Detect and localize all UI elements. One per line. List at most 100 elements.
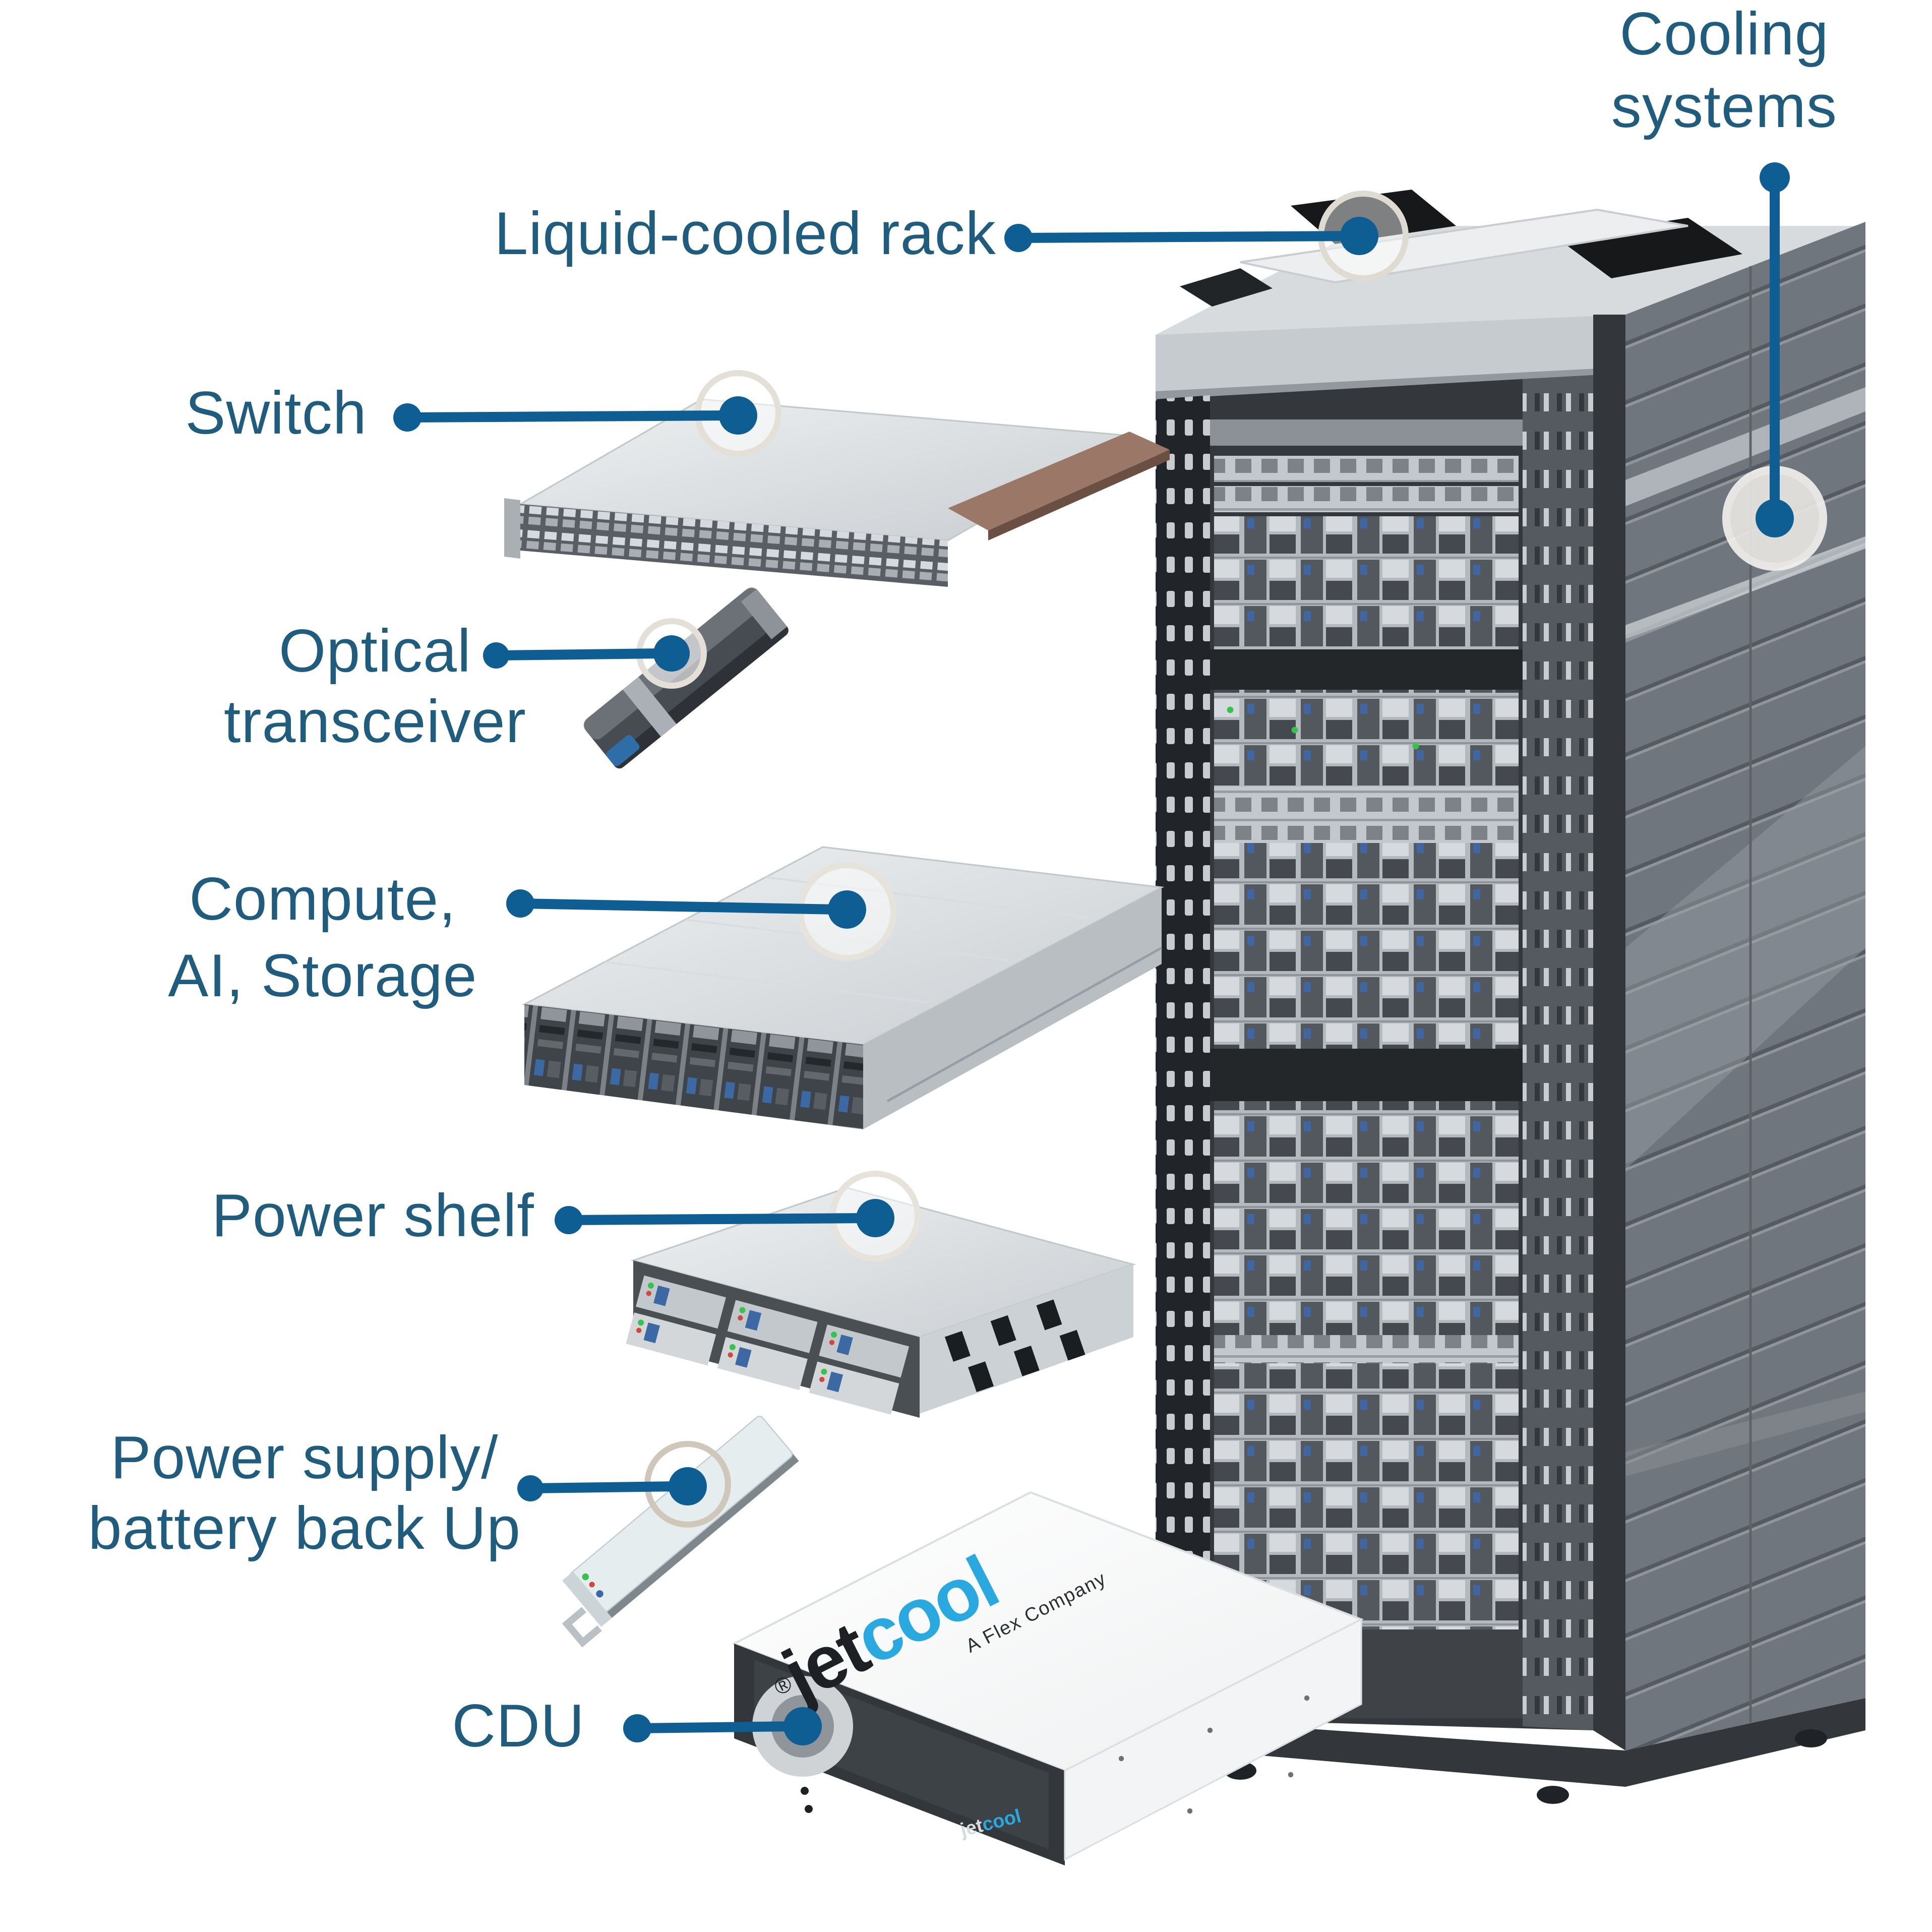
transceiver-band: [623, 677, 677, 737]
battery-handle: [562, 1607, 602, 1648]
compute-side-face: [863, 887, 1162, 1129]
rack-base: [1156, 1698, 1865, 1787]
rack-1u-strip: [1214, 787, 1519, 815]
label-power-supply-battery: Power supply/ battery back Up: [52, 1424, 557, 1565]
cdu-front-screw: [805, 1805, 813, 1813]
label-compute-line1: Compute,: [189, 867, 456, 934]
dot-optical-start: [483, 642, 509, 669]
compute-top-seam: [605, 961, 928, 1003]
label-powersupply-line1: Power supply/: [110, 1426, 499, 1492]
label-optical-transceiver: Optical transceiver: [177, 617, 573, 758]
dot-compute-start: [506, 889, 534, 918]
rack-1u-strip: [1214, 456, 1519, 482]
label-liquid-cooled-rack: Liquid-cooled rack: [494, 202, 996, 268]
rack-shelf-top: [1210, 419, 1523, 446]
leader-compute: [515, 898, 844, 915]
rack-node-group: [1214, 843, 1519, 1049]
switch-front-ports: [520, 504, 948, 587]
transceiver-bottom: [612, 623, 789, 769]
battery-port: [596, 1590, 603, 1598]
leader-switch: [402, 410, 735, 422]
compute-side-seam: [886, 946, 1163, 1103]
rack-1u-strip: [1214, 1335, 1519, 1363]
led-green: [1412, 743, 1419, 750]
label-switch: Switch: [185, 381, 367, 448]
dot-rack-end: [1340, 217, 1378, 255]
leader-cdu: [632, 1721, 800, 1733]
transceiver-connector: [741, 589, 788, 640]
dot-cooling-start: [1760, 162, 1790, 193]
psu-module: [809, 1361, 899, 1415]
dot-powersupply-start: [517, 1475, 544, 1501]
label-cooling-systems-line2: systems: [1611, 75, 1838, 141]
switch-bus-bar: [948, 432, 1170, 530]
dot-cdu-start: [623, 1714, 651, 1742]
led-green: [1291, 727, 1298, 734]
cdu-device: ® jetcool A Flex Company jetcool: [732, 1491, 1364, 1865]
led-green: [582, 1573, 589, 1581]
psu-module: [717, 1337, 808, 1391]
rack-caster: [1537, 1786, 1569, 1804]
switch-rack-ear: [504, 498, 520, 559]
rack-1u-strip: [1214, 486, 1519, 512]
rack-1u-strip: [1214, 815, 1519, 843]
rack-side-reflection: [1625, 746, 1865, 1170]
switch-device: [504, 398, 1170, 587]
cdu-screw: [1304, 1695, 1310, 1701]
powershelf-side-vents: [944, 1299, 1085, 1393]
server-rack: [1156, 190, 1865, 1804]
cdu-screw: [1288, 1772, 1294, 1778]
rack-node-group: [1214, 516, 1519, 649]
cdu-side-face: [1064, 1618, 1362, 1861]
compute-front-modules: [524, 1004, 863, 1129]
label-optical-line2: transceiver: [223, 690, 527, 756]
dot-powershelf-start: [555, 1206, 583, 1234]
label-cooling-systems: Cooling systems: [1577, 0, 1871, 145]
cdu-front-screw: [801, 1787, 809, 1795]
rack-top-bit: [1180, 268, 1273, 307]
rack-top-rail: [1240, 208, 1688, 284]
dot-switch-start: [393, 403, 421, 432]
cdu-screw: [1118, 1756, 1124, 1762]
label-optical-line1: Optical: [279, 619, 471, 686]
label-cdu: CDU: [452, 1694, 585, 1761]
label-compute-ai-storage: Compute, AI, Storage: [111, 863, 534, 1016]
rack-caster: [1795, 1729, 1827, 1747]
cdu-screw: [1207, 1727, 1213, 1733]
rack-side-highlight-1: [1625, 387, 1865, 506]
psu-module: [727, 1300, 818, 1353]
rack-node-group: [1214, 1101, 1519, 1335]
psu-module: [819, 1324, 910, 1378]
power-shelf-device: [626, 1187, 1136, 1418]
label-cooling-systems-line1: Cooling: [1619, 2, 1829, 69]
battery-bottom-edge: [599, 1452, 799, 1622]
leader-power-supply: [525, 1481, 685, 1493]
dot-rack-start: [1004, 224, 1033, 252]
battery-backup-device: [562, 1415, 799, 1648]
led-green: [1227, 706, 1234, 713]
rack-side-highlight-2: [1625, 536, 1865, 639]
dot-cdu-end: [783, 1707, 822, 1745]
rack-shelf: [1210, 649, 1523, 690]
rack-side-lower-band: [1625, 1392, 1865, 1476]
label-powersupply-line2: battery back Up: [88, 1496, 521, 1563]
switch-bus-bar-edge: [988, 450, 1170, 540]
label-compute-line2: AI, Storage: [168, 944, 477, 1010]
label-power-shelf: Power shelf: [211, 1184, 534, 1250]
psu-module: [636, 1275, 726, 1329]
dot-powershelf-end: [856, 1199, 894, 1237]
rack-shelf: [1210, 1049, 1523, 1101]
led-red: [589, 1582, 595, 1588]
dot-switch-end: [719, 396, 757, 435]
dot-compute-end: [828, 890, 866, 929]
powershelf-psu-grid: [626, 1275, 910, 1415]
rack-right-rail: [1523, 375, 1593, 1730]
cdu-screw: [1187, 1808, 1193, 1814]
dot-optical-end: [653, 635, 690, 672]
dot-cooling-end: [1756, 499, 1794, 537]
annotation-layer: [393, 162, 1827, 1745]
leader-power-shelf: [564, 1213, 872, 1225]
dot-powersupply-end: [669, 1467, 707, 1505]
